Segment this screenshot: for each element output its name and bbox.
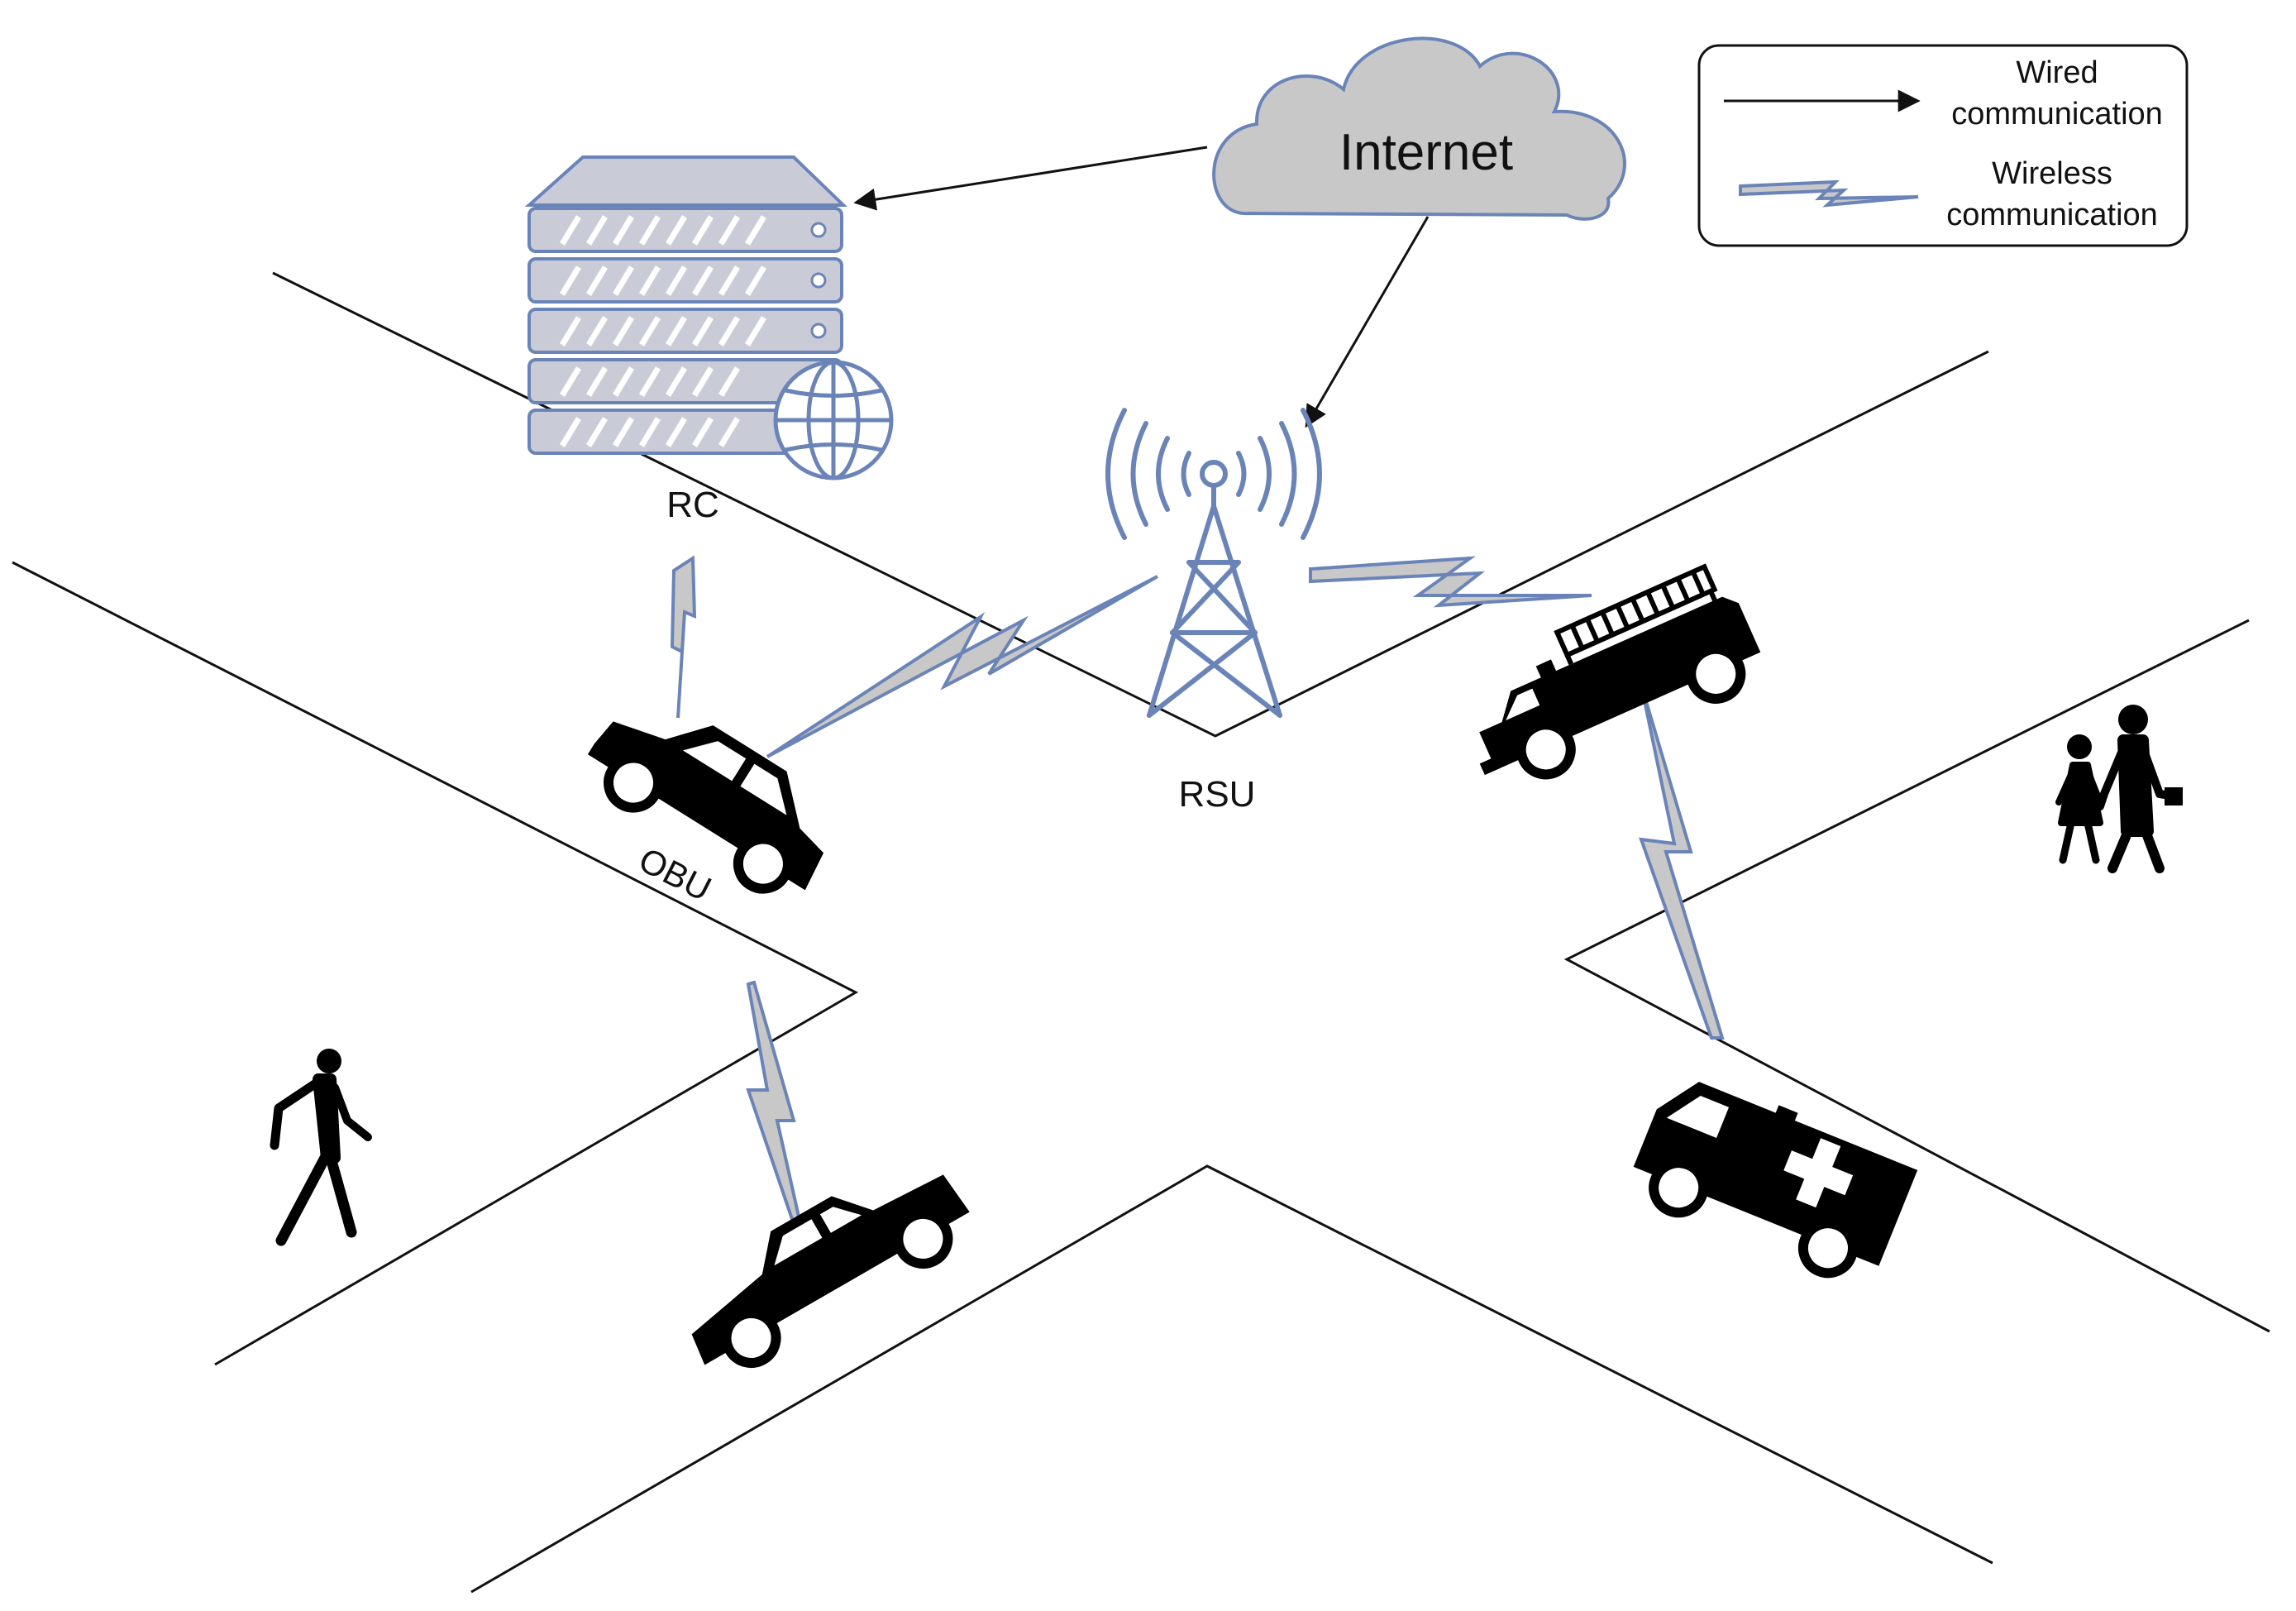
antenna-tower-icon	[1105, 408, 1322, 718]
wireless-link-firetruck-ambulance	[1639, 684, 1725, 1040]
legend-wireless-bolt	[1739, 179, 1919, 208]
legend: Wired communication Wireless communicati…	[1697, 44, 2189, 247]
wireless-links	[670, 555, 1725, 1226]
cloud-icon	[1212, 36, 1626, 221]
legend-wireless-line1: Wireless	[1992, 156, 2112, 191]
wireless-link-car-rsu	[766, 575, 1159, 758]
pedestrian-left	[270, 1049, 372, 1246]
ambulance-icon	[1633, 1082, 1918, 1279]
road-edge-right	[1563, 619, 2270, 1333]
ambulance	[1633, 1082, 1918, 1279]
pedestrian-pair-icon	[2055, 705, 2183, 873]
wired-link-internet-to-rsu	[1305, 216, 1430, 428]
pedestrian-icon	[270, 1049, 372, 1246]
wired-link-internet-to-rc	[853, 146, 1208, 211]
obu-label: OBU	[632, 839, 717, 908]
road-edge-bottom	[470, 1164, 1993, 1594]
wired-links	[853, 146, 1430, 428]
legend-wired-line2: communication	[1951, 97, 2163, 131]
globe-icon	[773, 360, 894, 480]
legend-wired-line1: Wired	[2016, 55, 2098, 90]
server-icon	[524, 155, 847, 455]
legend-wireless-line2: communication	[1946, 198, 2158, 232]
cloud-label: Internet	[1339, 124, 1513, 181]
pedestrian-pair	[2055, 705, 2183, 873]
sedan-icon	[691, 1174, 970, 1368]
road-edges	[12, 271, 2270, 1594]
rc-label: RC	[666, 485, 719, 525]
rc-server: RC	[524, 155, 894, 525]
road-edge-left	[12, 561, 859, 1366]
fire-truck	[1479, 563, 1761, 780]
wireless-link-rc-car	[670, 555, 697, 719]
obu-car: OBU	[587, 721, 824, 909]
sedan	[691, 1174, 970, 1368]
rsu-label: RSU	[1179, 774, 1256, 815]
wireless-link-left-car-sedan	[746, 980, 803, 1226]
rsu-tower: RSU	[1105, 408, 1322, 815]
fire-truck-icon	[1479, 563, 1761, 780]
car-icon	[587, 721, 824, 894]
wireless-link-rsu-firetruck	[1309, 556, 1592, 608]
internet-cloud: Internet	[1212, 36, 1626, 221]
